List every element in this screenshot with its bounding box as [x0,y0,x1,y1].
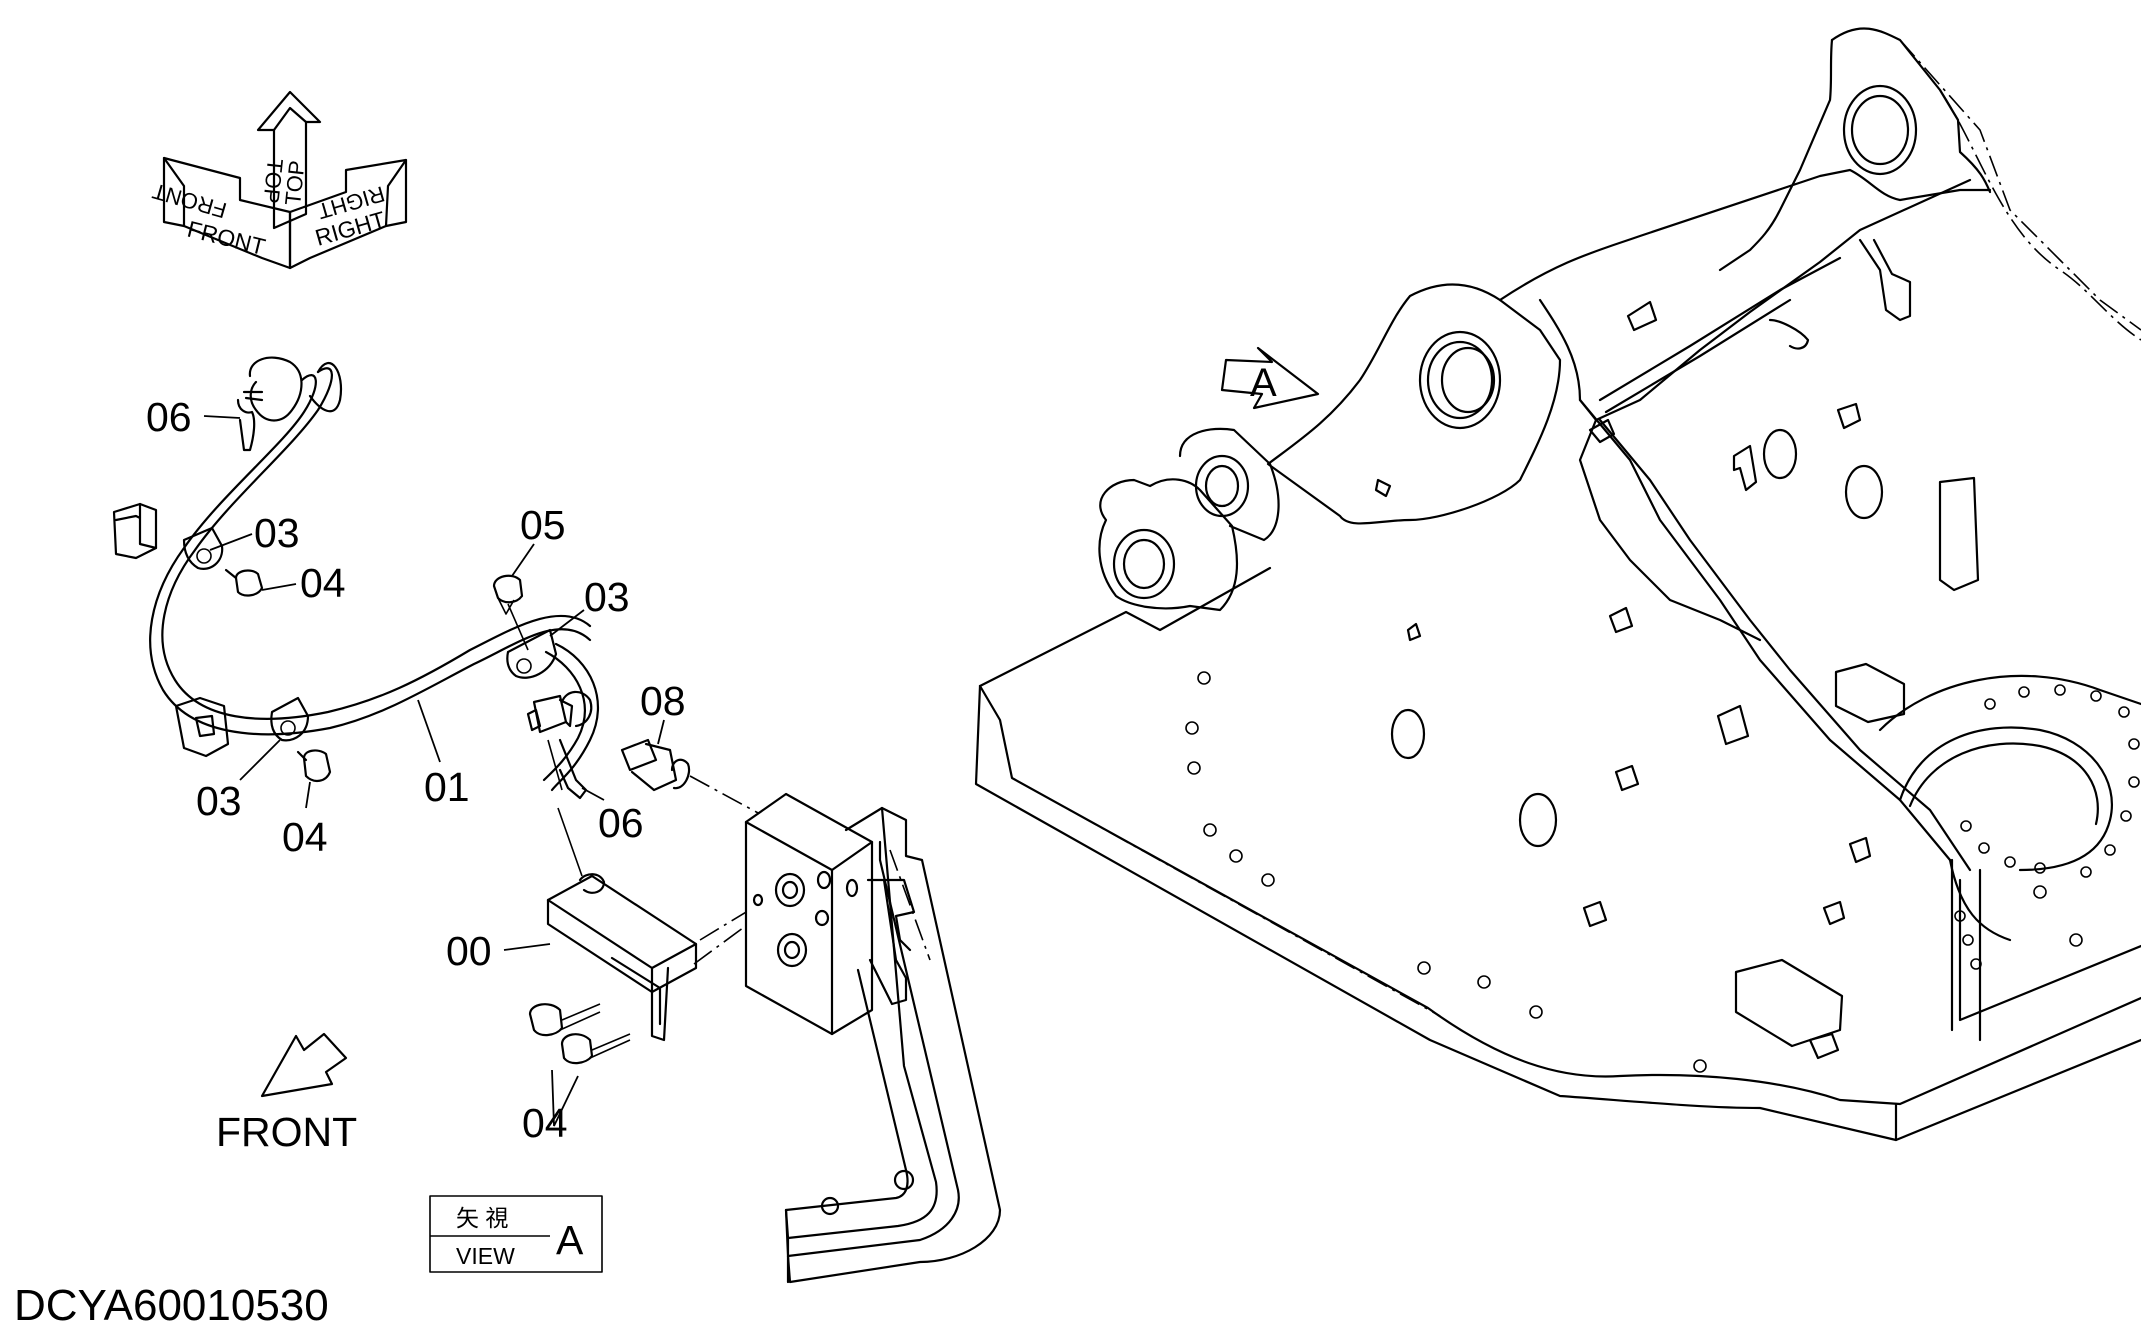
front-indicator: FRONT [216,1032,357,1155]
callout-03-mid: 03 [584,574,630,620]
callout-04-bottom: 04 [522,1100,568,1146]
valve-block [744,792,874,1036]
orientation-front-label-mirrored: FRONT [150,178,230,223]
drawing-number: DCYA60010530 [14,1281,329,1330]
callout-03-lower: 03 [196,778,242,824]
machine-frame [974,27,2141,1142]
orientation-icon: FRONT FRONT TOP TOP RIGHT RIGHT [150,90,408,270]
view-box-view: VIEW [456,1243,515,1269]
callout-labels: 06 03 04 05 03 08 03 01 06 04 00 04 [146,394,686,1146]
callout-04-lower: 04 [282,814,328,860]
front-arrow-icon [260,1032,348,1098]
harness-assembly [112,356,771,1127]
callout-05: 05 [520,502,566,548]
orientation-top-label-mirrored: TOP [280,159,310,206]
frame-bolt-holes [1185,671,2140,1073]
view-direction-arrow-icon [1220,346,1320,410]
view-box: 矢 視 VIEW A [429,1195,603,1273]
callout-08: 08 [640,678,686,724]
view-direction-arrow: A [1220,346,1320,410]
callout-06-top: 06 [146,394,192,440]
orientation-front-label: FRONT [185,216,268,260]
callout-06-lower: 06 [598,800,644,846]
orientation-top-label: TOP [258,157,288,204]
view-arrow-label: A [1250,361,1277,405]
view-box-kanji: 矢 視 [456,1205,508,1231]
callout-04-upper: 04 [300,560,346,606]
callout-03-upper: 03 [254,510,300,556]
view-box-letter: A [556,1217,584,1263]
mounting-bracket [784,806,1002,1284]
callout-00: 00 [446,928,492,974]
front-label: FRONT [216,1109,357,1155]
callout-01: 01 [424,764,470,810]
